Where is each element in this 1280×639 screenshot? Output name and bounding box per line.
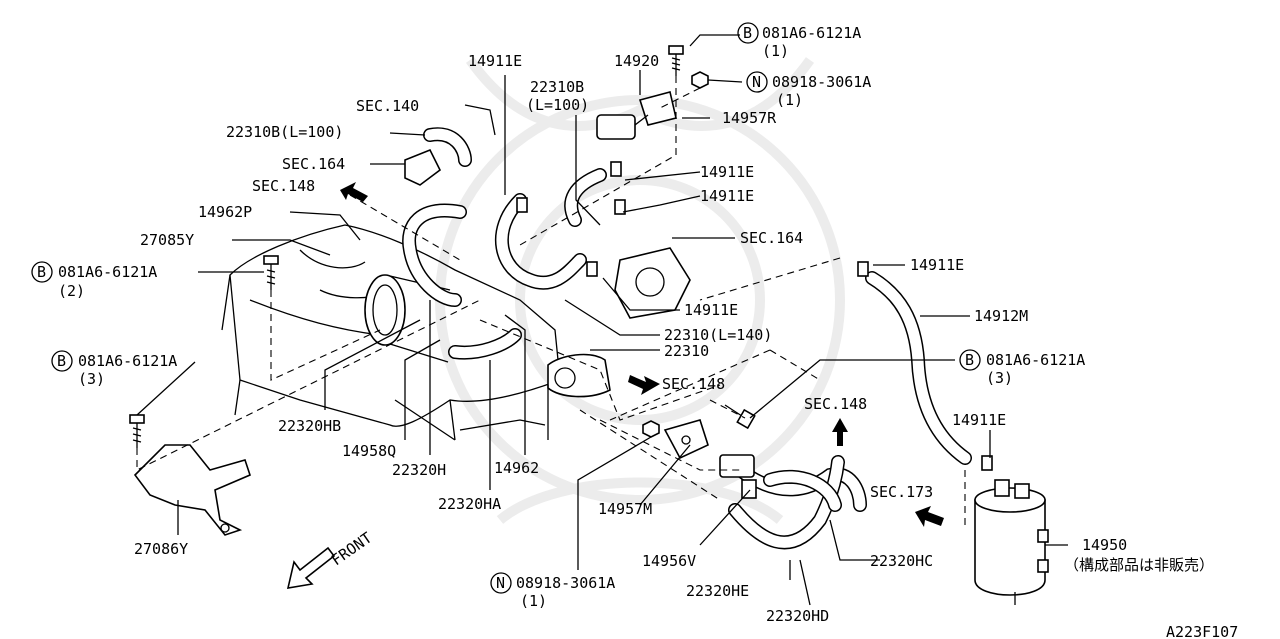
- callout-nut-bottom: N 08918-3061A (1): [490, 572, 615, 610]
- label-14911e-far: 14911E: [910, 256, 964, 274]
- front-arrow: FRONT: [286, 529, 375, 589]
- label-sec148-mid: SEC.148: [662, 375, 725, 393]
- label-22310b-length: (L=100): [526, 96, 589, 114]
- nut-icon: [691, 71, 709, 89]
- label-22320hc: 22320HC: [870, 552, 933, 570]
- label-sec140: SEC.140: [356, 97, 419, 115]
- valve-14956v: [719, 454, 757, 499]
- bolt-icon: [724, 404, 756, 430]
- bolt-icon: [668, 45, 684, 76]
- label-sec164-left: SEC.164: [282, 155, 345, 173]
- label-22320he: 22320HE: [686, 582, 749, 600]
- part-qty: (1): [776, 91, 803, 109]
- label-22310: 22310: [664, 342, 709, 360]
- label-14958q: 14958Q: [342, 442, 396, 460]
- callout-symbol: B: [965, 351, 974, 369]
- part-qty: (2): [58, 282, 85, 300]
- part-code: 08918-3061A: [516, 574, 615, 592]
- label-22310-l140: 22310(L=140): [664, 326, 772, 344]
- label-14911e-top: 14911E: [468, 52, 522, 70]
- part-qty: (3): [78, 370, 105, 388]
- part-qty: (3): [986, 369, 1013, 387]
- label-sec164-right: SEC.164: [740, 229, 803, 247]
- callout-symbol: B: [37, 263, 46, 281]
- callout-symbol: B: [57, 352, 66, 370]
- label-22320h: 22320H: [392, 461, 446, 479]
- label-14920: 14920: [614, 52, 659, 70]
- callout-bolt-top: B 081A6-6121A (1): [737, 22, 861, 60]
- callout-symbol: N: [496, 574, 505, 592]
- label-22310b: 22310B: [530, 78, 584, 96]
- label-27086y: 27086Y: [134, 540, 188, 558]
- part-qty: (1): [762, 42, 789, 60]
- callout-bolt-left-3: B 081A6-6121A (3): [51, 350, 177, 388]
- part-code: 081A6-6121A: [762, 24, 861, 42]
- label-14950-note: （構成部品は非販売）: [1064, 556, 1214, 574]
- bracket-27086y: [133, 444, 251, 536]
- arrow-sec148-right: [832, 418, 848, 446]
- label-14962: 14962: [494, 459, 539, 477]
- bolt-icon: [129, 414, 145, 448]
- arrow-sec148-mid: [628, 375, 660, 395]
- callout-symbol: N: [752, 73, 761, 91]
- label-sec173: SEC.173: [870, 483, 933, 501]
- label-14962p: 14962P: [198, 203, 252, 221]
- section-arrows: [340, 182, 944, 527]
- sensor-part: [404, 148, 442, 186]
- bolt-icon: [263, 255, 279, 290]
- label-22320hd: 22320HD: [766, 607, 829, 625]
- part-code: 081A6-6121A: [986, 351, 1085, 369]
- part-code: 08918-3061A: [772, 73, 871, 91]
- bracket-14957m: [642, 419, 709, 460]
- canister-14950: [974, 479, 1049, 605]
- part-qty: (1): [520, 592, 547, 610]
- callout-bolt-left-2: B 081A6-6121A (2): [31, 261, 157, 300]
- label-sec148-right: SEC.148: [804, 395, 867, 413]
- label-14912m: 14912M: [974, 307, 1028, 325]
- hose-clamps: [516, 161, 993, 471]
- solenoid-valve-14920: [596, 91, 677, 140]
- callout-symbol: B: [743, 24, 752, 42]
- label-22320ha: 22320HA: [438, 495, 501, 513]
- label-14956v: 14956V: [642, 552, 696, 570]
- label-14911e-low: 14911E: [952, 411, 1006, 429]
- label-14911e-r2: 14911E: [700, 187, 754, 205]
- part-code: 081A6-6121A: [78, 352, 177, 370]
- diagram-code: A223F107: [1166, 623, 1238, 639]
- part-labels: 14911E 14920 22310B (L=100) SEC.140 2231…: [134, 52, 1238, 639]
- reference-dashes: [136, 76, 966, 530]
- callout-bolt-right-3: B 081A6-6121A (3): [959, 349, 1085, 387]
- label-sec148-left: SEC.148: [252, 177, 315, 195]
- front-label: FRONT: [328, 529, 375, 570]
- label-14957r: 14957R: [722, 109, 777, 127]
- label-22320hb: 22320HB: [278, 417, 341, 435]
- label-14950: 14950: [1082, 536, 1127, 554]
- label-14911e-r1: 14911E: [700, 163, 754, 181]
- callout-nut-top: N 08918-3061A (1): [746, 71, 871, 109]
- arrow-sec173: [915, 506, 944, 527]
- label-14911e-mid: 14911E: [684, 301, 738, 319]
- label-27085y: 27085Y: [140, 231, 194, 249]
- leader-lines: [136, 34, 1068, 606]
- label-14957m: 14957M: [598, 500, 652, 518]
- hoses: [402, 127, 972, 550]
- valve-assembly: [547, 247, 691, 398]
- label-22310b-left: 22310B(L=100): [226, 123, 343, 141]
- part-code: 081A6-6121A: [58, 263, 157, 281]
- arrow-sec148-left: [340, 182, 368, 202]
